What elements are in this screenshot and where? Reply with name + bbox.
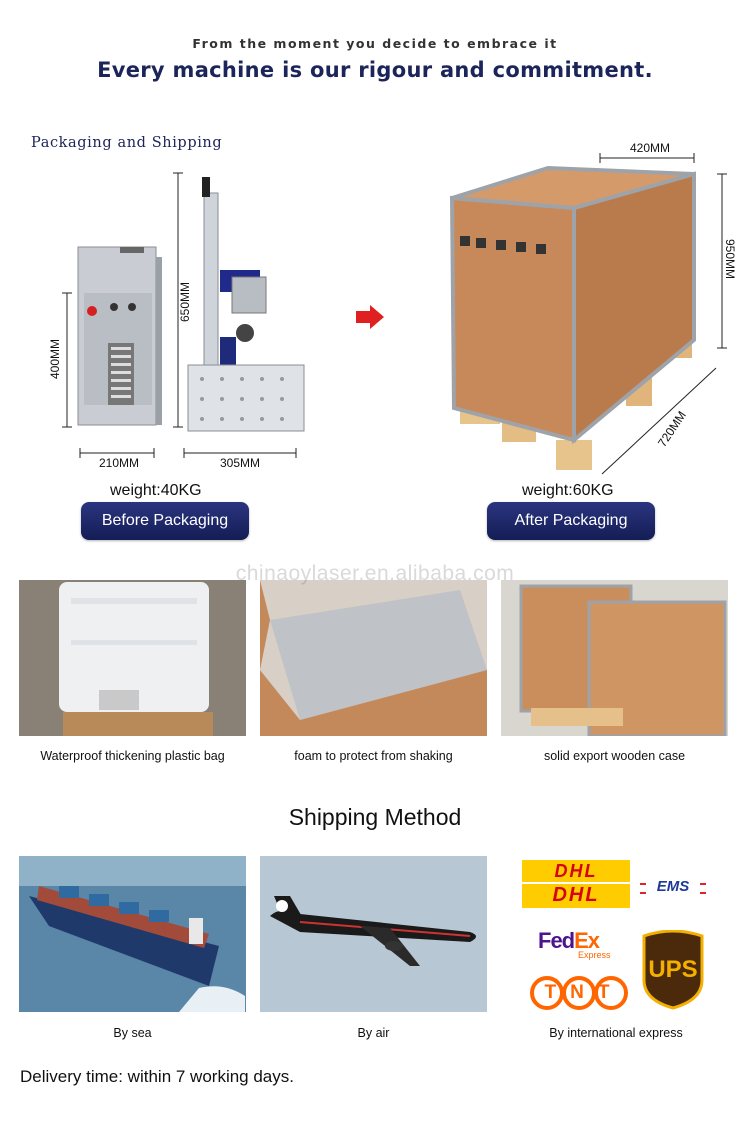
fedex-logo: FedEx Express — [538, 928, 618, 964]
ems-logo: EMS — [640, 878, 706, 900]
caption-by-sea: By sea — [113, 1026, 152, 1040]
tnt-logo-text: TNT — [544, 982, 624, 1003]
fedex-ex-text: Ex — [574, 928, 600, 953]
watermark: chinaoylaser.en.alibaba.com — [235, 562, 515, 585]
fedex-express-text: Express — [578, 950, 611, 960]
weight-after: weight:60KG — [522, 482, 614, 499]
ems-logo-text: EMS — [646, 878, 700, 895]
dimension-crate-width: 420MM — [629, 141, 670, 155]
wooden-crate-illustration — [449, 153, 727, 475]
dhl-logo: DHL DHL — [522, 860, 630, 910]
headline: Every machine is our rigour and commitme… — [97, 58, 653, 82]
dimension-generator-height: 400MM — [48, 339, 62, 380]
fedex-fed-text: Fed — [538, 928, 575, 953]
caption-foam: foam to protect from shaking — [294, 749, 453, 763]
photo-plastic-bag — [19, 580, 246, 736]
caption-by-express: By international express — [549, 1026, 683, 1040]
section-label: Packaging and Shipping — [31, 135, 223, 151]
shipping-method-title: Shipping Method — [288, 804, 462, 830]
before-packaging-button[interactable]: Before Packaging — [81, 502, 249, 540]
ups-logo-text: UPS — [648, 956, 698, 983]
photo-airplane — [260, 856, 487, 1012]
photo-foam — [260, 580, 487, 736]
caption-wooden-case: solid export wooden case — [543, 749, 686, 763]
ups-logo: UPS — [640, 930, 706, 1010]
dimension-column-height: 650MM — [178, 282, 192, 323]
dhl-logo-text-2: DHL — [552, 884, 600, 906]
dhl-logo-text: DHL — [554, 861, 598, 881]
caption-plastic-bag: Waterproof thickening plastic bag — [40, 749, 225, 763]
dimension-base-width: 305MM — [219, 456, 260, 470]
dimension-crate-height: 950MM — [723, 238, 737, 279]
arrow-right-icon — [356, 305, 384, 329]
dimension-generator-width: 210MM — [98, 456, 139, 470]
marking-machine-illustration — [62, 172, 305, 458]
after-packaging-button[interactable]: After Packaging — [487, 502, 655, 540]
tnt-logo: TNT — [530, 975, 628, 1011]
tagline: From the moment you decide to embrace it — [192, 36, 558, 51]
caption-by-air: By air — [357, 1026, 390, 1040]
weight-before: weight:40KG — [110, 482, 202, 499]
photo-wooden-case — [501, 580, 728, 736]
delivery-time: Delivery time: within 7 working days. — [20, 1067, 294, 1086]
photo-cargo-ship — [19, 856, 246, 1012]
